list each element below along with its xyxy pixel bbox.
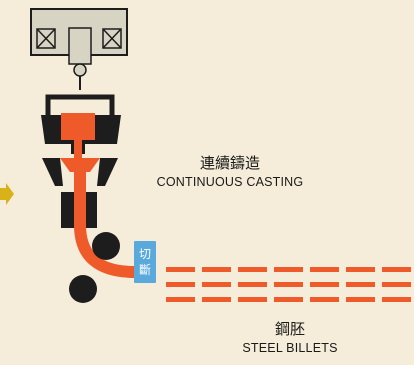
cutter-label-char-2: 斷: [138, 263, 151, 277]
billet-bar: [310, 282, 339, 287]
billets-label-en: STEEL BILLETS: [242, 341, 338, 355]
billet-bar: [310, 297, 339, 302]
billet-bar: [346, 282, 375, 287]
billet-bar: [238, 267, 267, 272]
overhead-crane: [30, 8, 128, 90]
steel-strand: [60, 158, 150, 278]
cutter-label: 切 斷: [134, 241, 156, 283]
casting-label-zh: 連續鑄造: [199, 154, 260, 172]
billet-bar: [202, 267, 231, 272]
cutter-label-char-1: 切: [138, 247, 151, 261]
billet-bar: [274, 297, 303, 302]
billets-label-zh: 鋼胚: [274, 320, 305, 338]
billet-bar: [238, 282, 267, 287]
billet-bar: [382, 282, 411, 287]
billet-bar: [346, 297, 375, 302]
billet-bar: [382, 297, 411, 302]
casting-label-en: CONTINUOUS CASTING: [156, 175, 304, 189]
steel-billets: [166, 267, 411, 302]
roller: [69, 275, 97, 303]
billet-bar: [166, 282, 195, 287]
billet-bar: [346, 267, 375, 272]
billet-bar: [382, 267, 411, 272]
billet-bar: [166, 297, 195, 302]
billet-bar: [238, 297, 267, 302]
billet-bar: [202, 282, 231, 287]
billet-bar: [166, 267, 195, 272]
billet-bar: [274, 267, 303, 272]
billet-bar: [202, 297, 231, 302]
ladle: [41, 94, 121, 159]
cutter-box: [134, 241, 156, 283]
billet-bar: [274, 282, 303, 287]
roller: [92, 232, 120, 260]
incoming-arrow-icon: [0, 183, 14, 205]
billet-bar: [310, 267, 339, 272]
